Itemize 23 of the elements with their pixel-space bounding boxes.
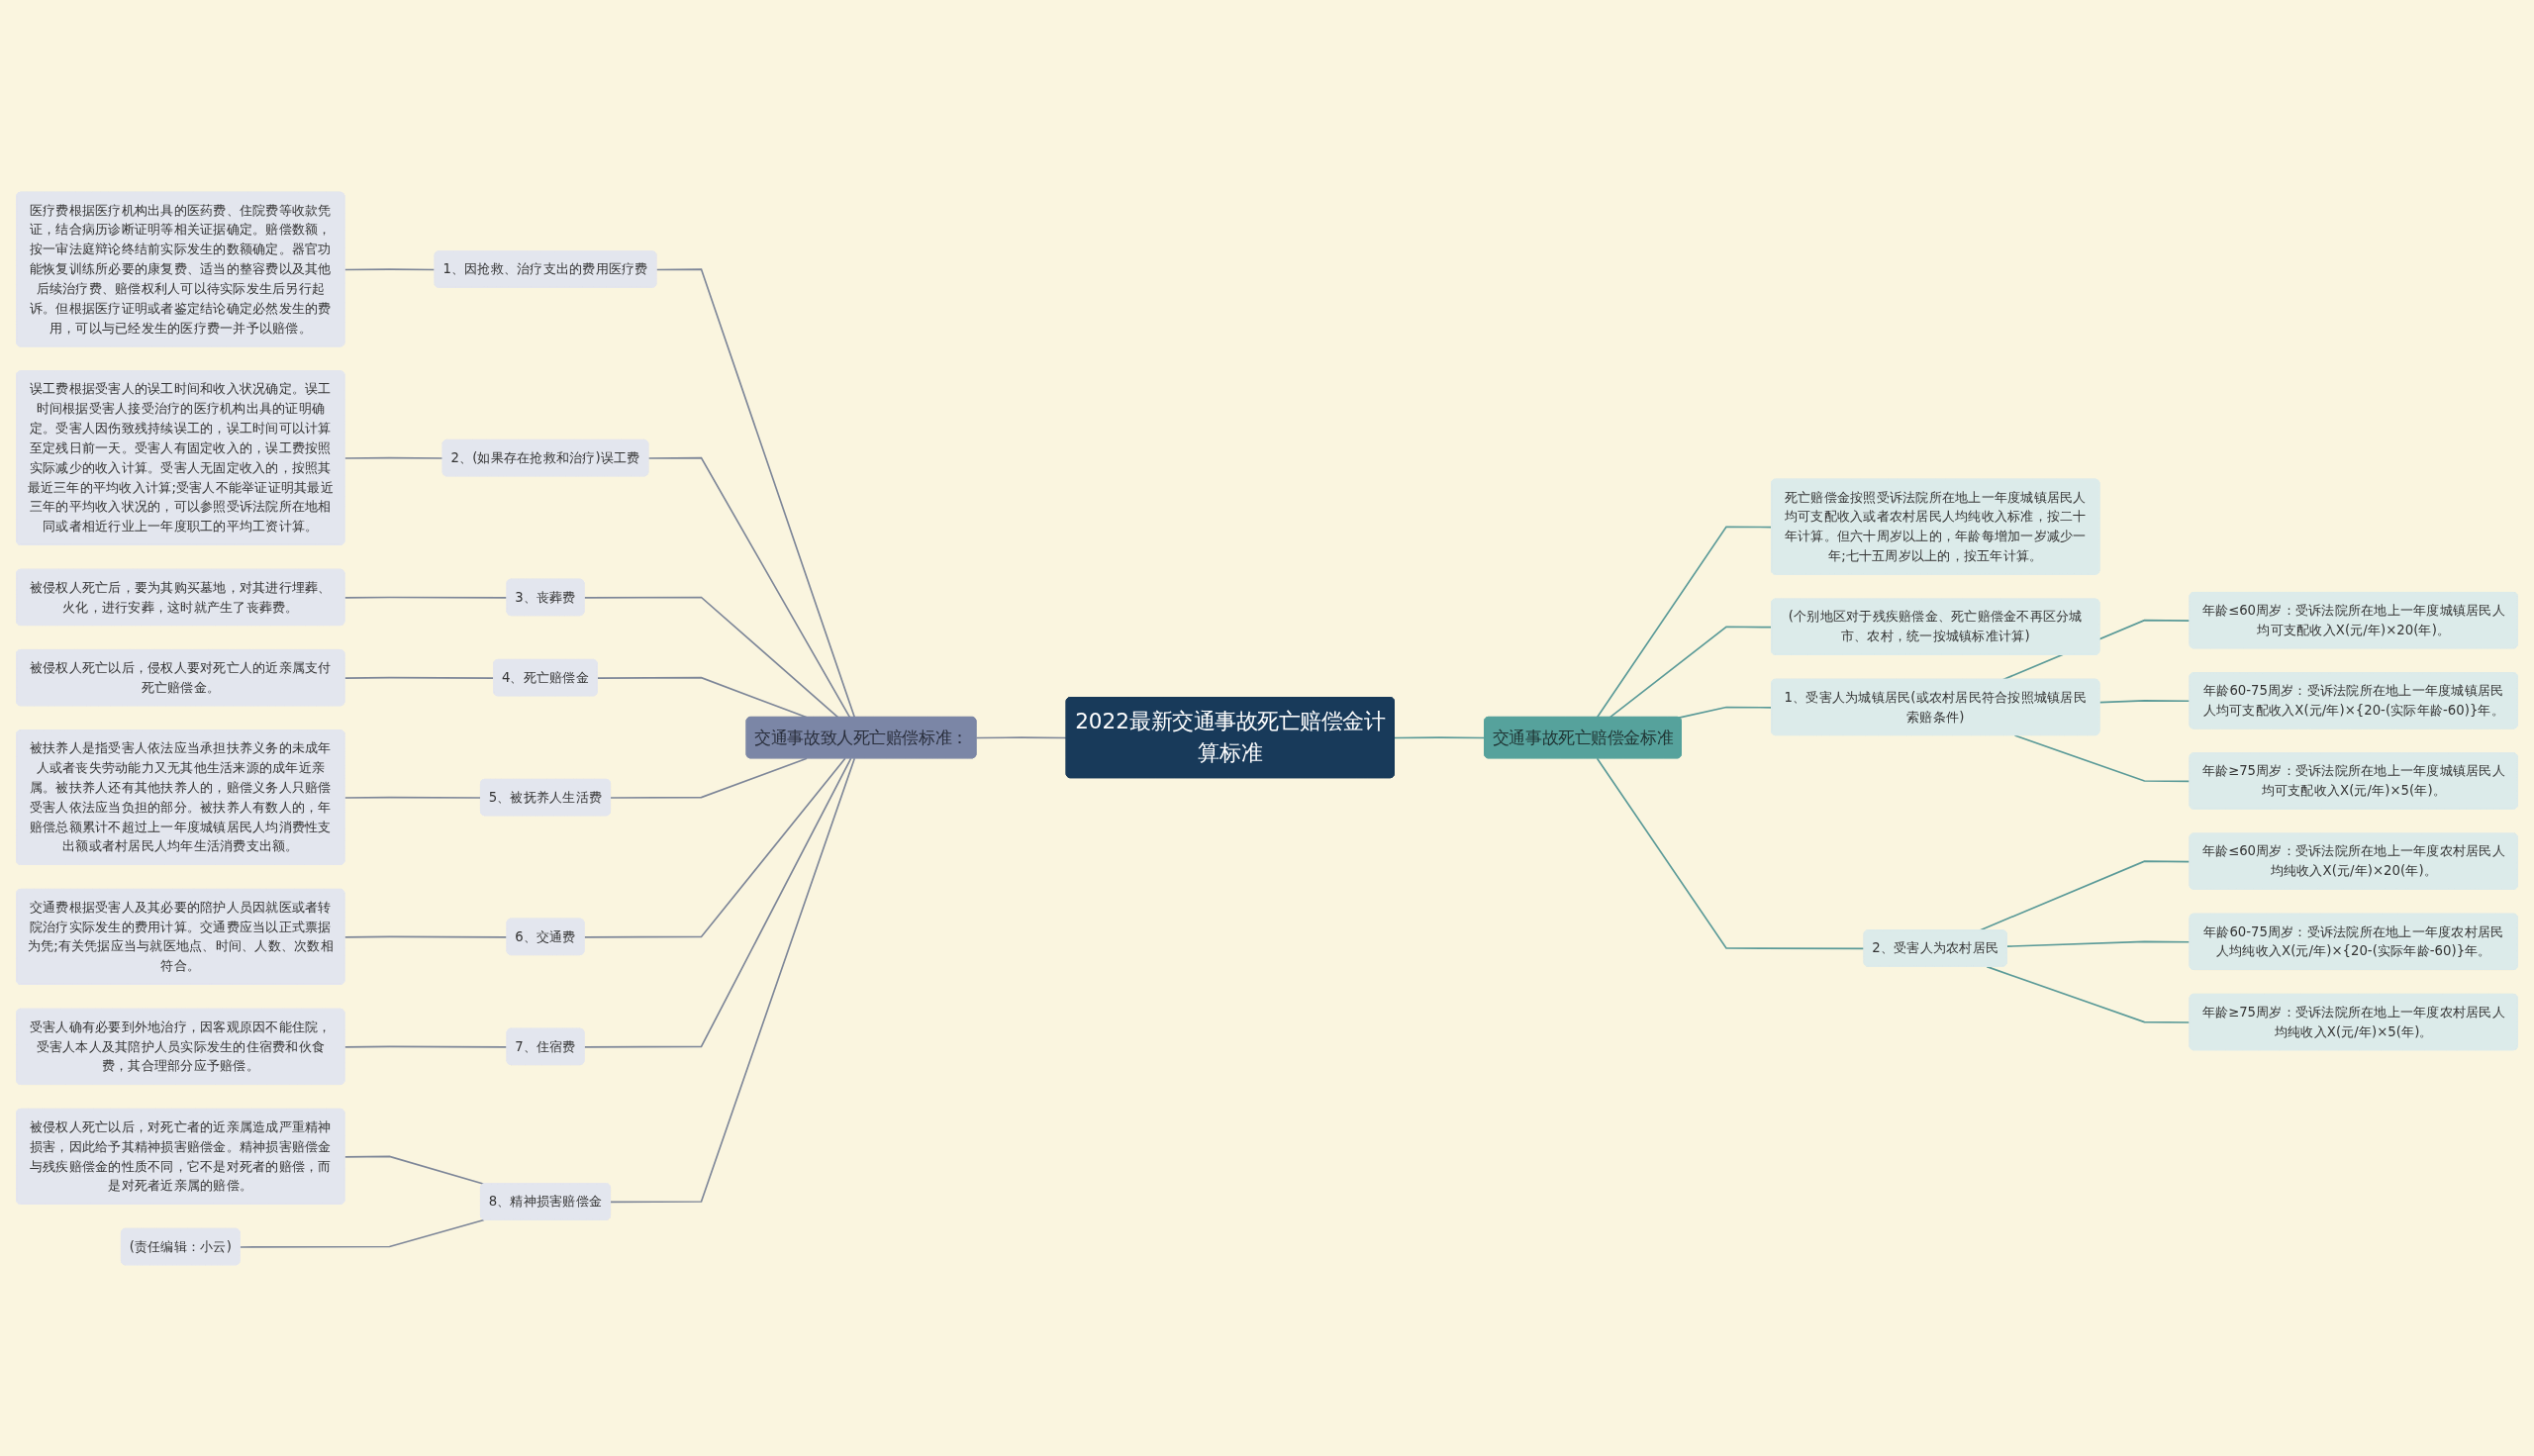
connector bbox=[610, 756, 856, 1203]
connector bbox=[1596, 525, 1773, 719]
connector bbox=[610, 756, 808, 799]
connector bbox=[975, 735, 1068, 738]
connector bbox=[343, 796, 482, 799]
connector bbox=[343, 935, 509, 938]
connector bbox=[343, 1155, 485, 1185]
connector bbox=[1608, 625, 1773, 719]
connector bbox=[2098, 699, 2192, 703]
connector bbox=[343, 596, 509, 599]
connector bbox=[1596, 756, 1866, 949]
connector bbox=[2013, 733, 2192, 782]
connector bbox=[239, 1218, 485, 1248]
connector bbox=[343, 676, 495, 679]
connector bbox=[1678, 706, 1773, 719]
connector bbox=[583, 756, 846, 938]
connector bbox=[1986, 965, 2192, 1023]
connector bbox=[343, 267, 437, 270]
connector bbox=[2005, 940, 2192, 947]
connector bbox=[343, 1045, 509, 1048]
connector bbox=[1394, 735, 1486, 738]
connector bbox=[343, 456, 444, 459]
connector bbox=[583, 756, 852, 1048]
